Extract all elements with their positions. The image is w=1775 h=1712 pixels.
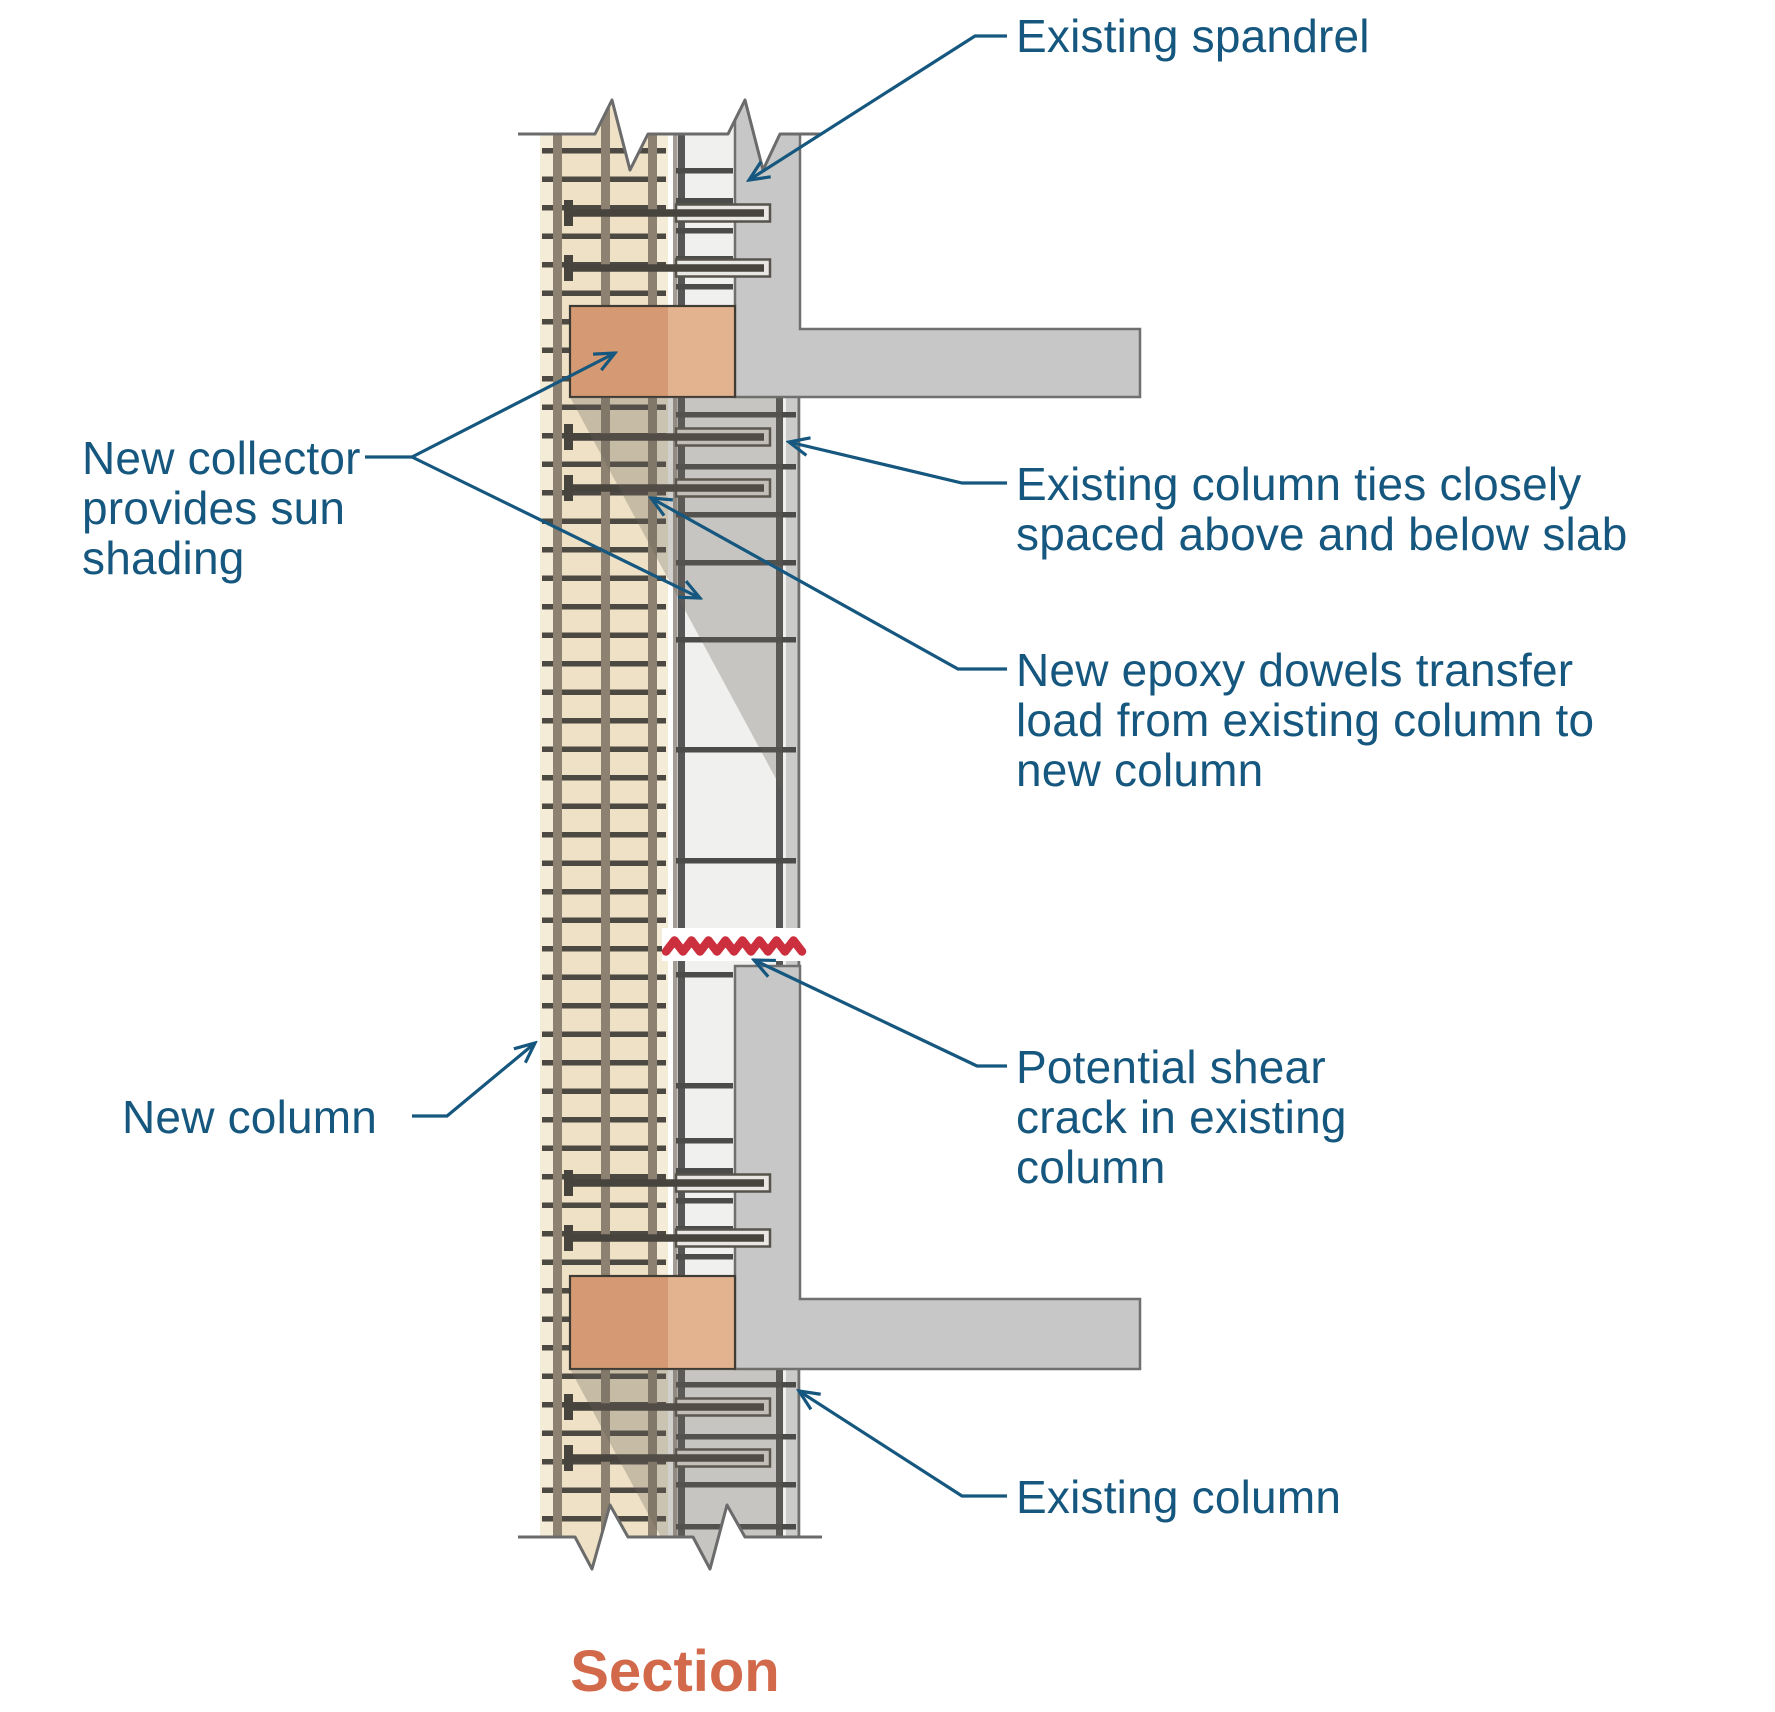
label-line: Existing column <box>1016 1471 1342 1523</box>
new-column-rebar <box>648 100 657 1569</box>
label-new-column: New column <box>122 1092 377 1142</box>
label-existing-spandrel: Existing spandrel <box>1016 11 1370 61</box>
shadow-upper <box>570 397 782 790</box>
column-tie-short <box>676 284 733 290</box>
dowel-end-plate <box>564 1394 573 1420</box>
label-line: provides sun <box>82 482 346 534</box>
dowel-bar <box>570 1179 764 1187</box>
column-tie <box>676 1382 796 1388</box>
dowel-bar <box>570 484 764 492</box>
leader-existing-spandrel <box>749 34 1007 180</box>
column-tie-short <box>676 168 733 174</box>
column-tie-short <box>676 1138 733 1144</box>
leader-new-collector-block <box>411 353 615 459</box>
label-line: spaced above and below slab <box>1016 508 1628 560</box>
epoxy-dowels-graphic <box>564 200 772 1471</box>
label-existing-column: Existing column <box>1016 1472 1341 1522</box>
column-tie-short <box>676 972 733 978</box>
existing-column-right-border <box>797 100 801 1569</box>
column-tie <box>676 747 796 753</box>
label-line: Potential shear <box>1016 1041 1326 1093</box>
dowel-bar <box>570 264 764 272</box>
dowel-end-plate <box>564 1445 573 1471</box>
column-tie <box>676 1434 796 1440</box>
dowel-end-plate <box>564 1170 573 1196</box>
column-tie <box>676 1482 796 1488</box>
leader-new-collector-shading <box>411 455 700 598</box>
label-line: Existing column ties closely <box>1016 458 1582 510</box>
existing-column-rebar <box>678 100 685 1569</box>
column-tie-short <box>676 1083 733 1089</box>
label-line: New column <box>122 1091 378 1143</box>
dowel-end-plate <box>564 200 573 226</box>
column-tie-short <box>676 1168 733 1174</box>
page-title: Section <box>570 1639 780 1704</box>
dowel-bar <box>570 1234 764 1242</box>
label-epoxy-dowels: New epoxy dowels transfer load from exis… <box>1016 645 1594 795</box>
dowel-bar <box>570 209 764 217</box>
column-tie <box>676 637 796 643</box>
dowel-end-plate <box>564 424 573 450</box>
break-line-bottom <box>518 1503 822 1602</box>
dowel-bar <box>570 1403 764 1411</box>
column-tie-short <box>676 1254 733 1260</box>
dowel-end-plate <box>564 475 573 501</box>
label-line: New epoxy dowels transfer <box>1016 644 1574 696</box>
leader-shear-crack <box>754 960 1007 1068</box>
leader-epoxy-dowels <box>651 498 1007 671</box>
dowel-end-plate <box>564 1225 573 1251</box>
label-line: load from existing column to <box>1016 694 1595 746</box>
column-tie <box>676 512 796 518</box>
shear-crack-graphic <box>661 928 807 961</box>
label-line: crack in existing <box>1016 1091 1347 1143</box>
leader-new-column <box>412 1043 535 1118</box>
leader-existing-ties <box>789 442 1007 485</box>
new-column-rebar <box>601 100 610 1569</box>
dowel-bar <box>570 433 764 441</box>
column-tie-short <box>676 198 733 204</box>
column-tie <box>676 560 796 566</box>
dowel-end-plate <box>564 255 573 281</box>
label-existing-ties: Existing column ties closely spaced abov… <box>1016 459 1628 559</box>
existing-column-rebar <box>776 100 783 1569</box>
label-line: shading <box>82 532 245 584</box>
column-tie <box>676 412 796 418</box>
label-line: Existing spandrel <box>1016 10 1370 62</box>
collector-block-lower <box>568 1274 737 1371</box>
new-column-rebar <box>553 100 562 1569</box>
label-line: new column <box>1016 744 1264 796</box>
column-tie <box>676 858 796 864</box>
label-line: column <box>1016 1141 1166 1193</box>
column-tie-short <box>676 1198 733 1204</box>
column-tie <box>676 464 796 470</box>
break-line-top <box>518 58 822 172</box>
leader-existing-column <box>799 1391 1007 1498</box>
label-new-collector: New collector provides sun shading <box>82 433 361 583</box>
existing-column-left-edge <box>673 100 678 1569</box>
dowel-bar <box>570 1454 764 1462</box>
upper-spandrel-and-slab <box>733 100 1142 399</box>
shear-crack-line <box>661 936 807 956</box>
collector-block-upper <box>568 304 737 399</box>
leader-lines <box>365 34 1007 1498</box>
label-shear-crack: Potential shear crack in existing column <box>1016 1042 1347 1192</box>
label-line: New collector <box>82 432 361 484</box>
column-tie-short <box>676 228 733 234</box>
